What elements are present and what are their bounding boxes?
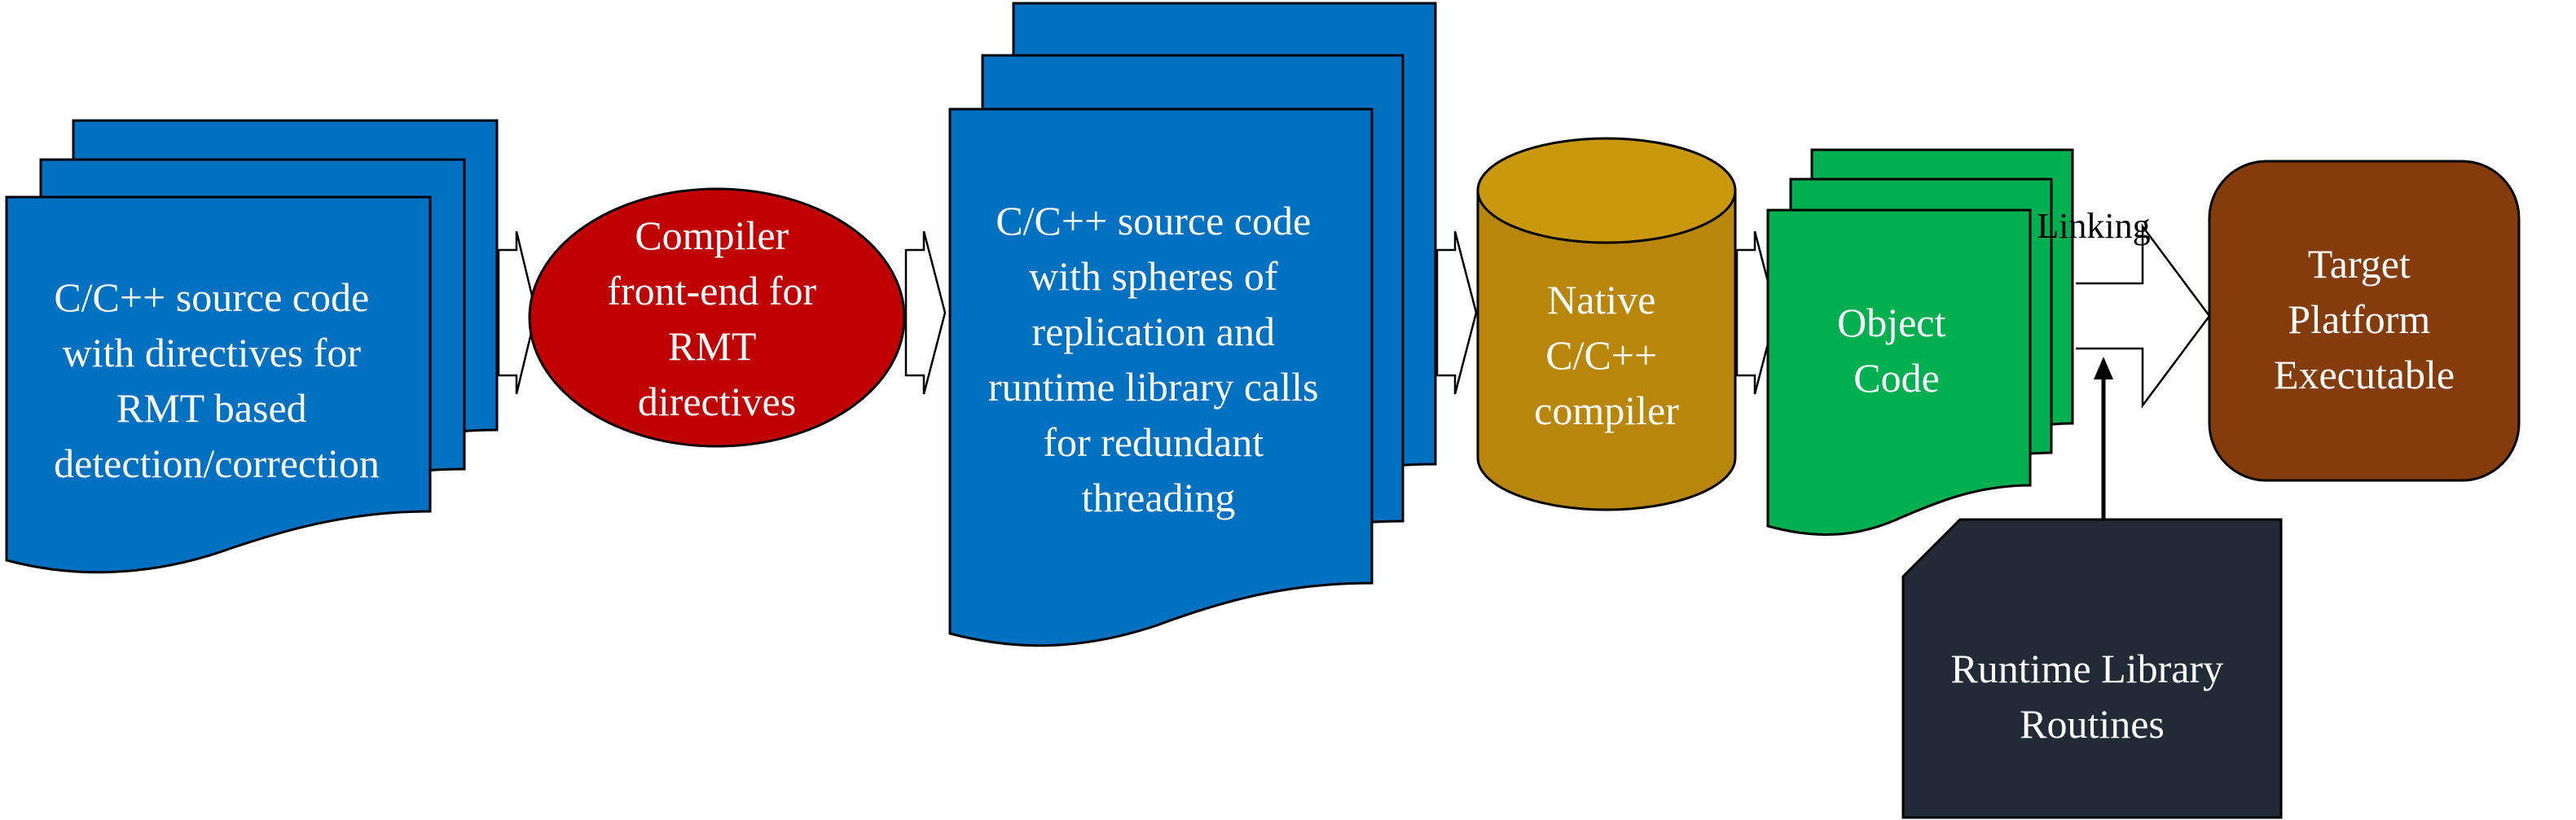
native-compiler-label: Native C/C++ compiler xyxy=(1534,277,1679,433)
source-doc-front xyxy=(5,195,432,574)
runtime-to-linking-connector xyxy=(2094,357,2113,520)
object-doc-front xyxy=(1766,208,2032,536)
linking-label: Linking xyxy=(2037,206,2150,246)
runtime-library-node: Runtime Library Routines xyxy=(1901,518,2283,819)
target-executable-node: Target Platform Executable xyxy=(2208,160,2521,482)
object-code-label: Object Code xyxy=(1837,300,1956,401)
source-doc-label: C/C++ source code with directives for RM… xyxy=(54,274,380,486)
transformed-doc-label: C/C++ source code with spheres of replic… xyxy=(988,198,1329,520)
object-code-document-stack: Object Code xyxy=(1766,148,2074,536)
arrow-native-to-object xyxy=(1735,230,1778,395)
compiler-frontend-node: Compiler front-end for RMT directives xyxy=(528,187,906,448)
arrow-frontend-to-transformed xyxy=(904,230,947,395)
runtime-library-label: Runtime Library Routines xyxy=(1950,646,2233,747)
native-compiler-node: Native C/C++ compiler xyxy=(1476,137,1737,511)
target-executable-label: Target Platform Executable xyxy=(2274,241,2455,397)
native-compiler-cylinder-top xyxy=(1476,137,1737,244)
transformed-source-document-stack: C/C++ source code with spheres of replic… xyxy=(948,2,1437,647)
transformed-doc-front xyxy=(948,107,1374,647)
compiler-frontend-ellipse xyxy=(528,187,906,448)
source-code-document-stack: C/C++ source code with directives for RM… xyxy=(5,119,499,574)
target-executable-box xyxy=(2208,160,2521,482)
arrow-transformed-to-native xyxy=(1435,230,1478,395)
connector-arrowhead xyxy=(2094,357,2113,379)
native-compiler-cylinder-body xyxy=(1476,189,1737,511)
arrow-source-to-frontend xyxy=(497,230,538,395)
runtime-library-card xyxy=(1901,518,2283,819)
compiler-frontend-label: Compiler front-end for RMT directives xyxy=(607,213,826,424)
